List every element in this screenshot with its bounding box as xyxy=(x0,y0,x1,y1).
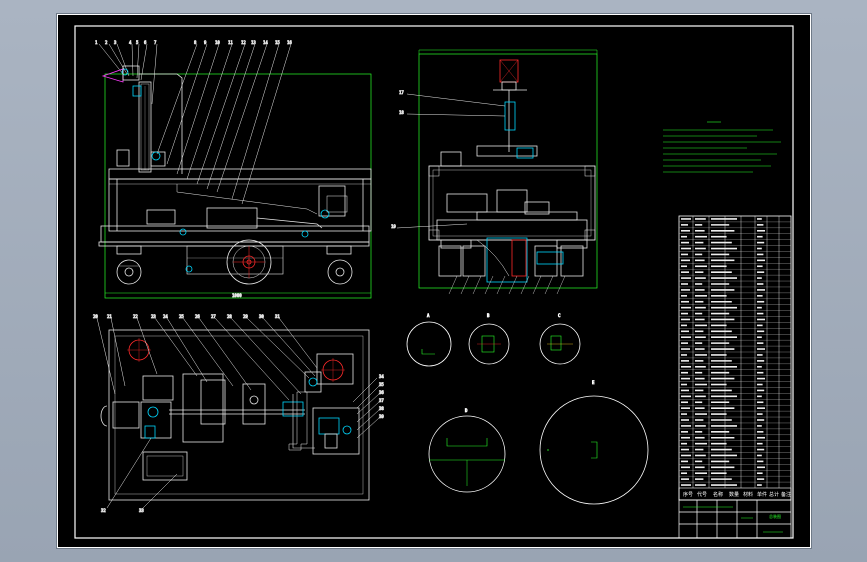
front-caster-right xyxy=(326,245,353,285)
svg-text:27: 27 xyxy=(211,314,216,319)
bom-rows xyxy=(679,216,791,488)
svg-text:21: 21 xyxy=(107,314,112,319)
svg-text:36: 36 xyxy=(379,390,384,395)
bom-header-note: 备注 xyxy=(781,491,791,498)
svg-text:1: 1 xyxy=(95,40,98,45)
detail-a: A xyxy=(406,313,452,367)
inner-frame xyxy=(74,25,794,539)
svg-text:4: 4 xyxy=(129,40,132,45)
svg-text:16: 16 xyxy=(287,40,292,45)
detail-c: C xyxy=(539,313,581,365)
bom-table: 序号 代号 名称 数量 材料 单件 总计 备注 xyxy=(678,215,792,501)
svg-text:C: C xyxy=(558,313,561,318)
detail-d: D xyxy=(428,408,506,493)
svg-text:7: 7 xyxy=(154,40,157,45)
svg-text:5: 5 xyxy=(136,40,139,45)
svg-text:23: 23 xyxy=(151,314,156,319)
svg-text:2: 2 xyxy=(105,40,108,45)
outer-frame xyxy=(57,14,811,548)
detail-e: E xyxy=(539,380,649,505)
svg-text:32: 32 xyxy=(101,508,106,513)
bom-header-unit: 单件 xyxy=(757,491,767,498)
bom-header-material: 材料 xyxy=(743,491,753,498)
svg-text:B: B xyxy=(487,313,490,318)
bom-header-total: 总计 xyxy=(769,491,779,498)
svg-text:30: 30 xyxy=(259,314,264,319)
svg-text:28: 28 xyxy=(227,314,232,319)
svg-text:31: 31 xyxy=(275,314,280,319)
svg-text:14: 14 xyxy=(263,40,268,45)
bom-header-qty: 数量 xyxy=(729,491,739,498)
svg-text:20: 20 xyxy=(93,314,98,319)
svg-text:19: 19 xyxy=(391,224,396,229)
svg-text:35: 35 xyxy=(379,382,384,387)
svg-text:24: 24 xyxy=(163,314,168,319)
drawing-title: 总装图 xyxy=(769,513,781,519)
svg-text:34: 34 xyxy=(379,374,384,379)
svg-text:3: 3 xyxy=(114,40,117,45)
svg-text:25: 25 xyxy=(179,314,184,319)
svg-text:1000: 1000 xyxy=(232,293,242,298)
svg-text:22: 22 xyxy=(133,314,138,319)
bom-header-no: 序号 xyxy=(683,491,693,498)
svg-text:39: 39 xyxy=(379,414,384,419)
detail-b: B xyxy=(468,313,510,365)
svg-text:10: 10 xyxy=(215,40,220,45)
svg-text:D: D xyxy=(465,408,468,413)
svg-text:17: 17 xyxy=(399,90,404,95)
svg-text:E: E xyxy=(592,380,595,385)
bom-header-code: 代号 xyxy=(697,491,707,498)
svg-text:9: 9 xyxy=(204,40,207,45)
technical-notes xyxy=(663,121,781,173)
front-caster-left xyxy=(116,245,142,285)
svg-text:18: 18 xyxy=(399,110,404,115)
svg-text:26: 26 xyxy=(195,314,200,319)
detail-views: A B C xyxy=(406,313,649,505)
svg-text:11: 11 xyxy=(228,40,233,45)
svg-text:29: 29 xyxy=(243,314,248,319)
svg-text:33: 33 xyxy=(139,508,144,513)
bom-header-row: 序号 代号 名称 数量 材料 单件 总计 备注 xyxy=(678,487,792,501)
title-block: 总装图 xyxy=(678,499,792,539)
svg-text:13: 13 xyxy=(251,40,256,45)
svg-text:6: 6 xyxy=(144,40,147,45)
svg-text:38: 38 xyxy=(379,406,384,411)
svg-text:37: 37 xyxy=(379,398,384,403)
svg-text:12: 12 xyxy=(241,40,246,45)
svg-text:A: A xyxy=(427,313,430,318)
svg-text:8: 8 xyxy=(194,40,197,45)
svg-text:15: 15 xyxy=(275,40,280,45)
bom-header-name: 名称 xyxy=(713,491,723,498)
